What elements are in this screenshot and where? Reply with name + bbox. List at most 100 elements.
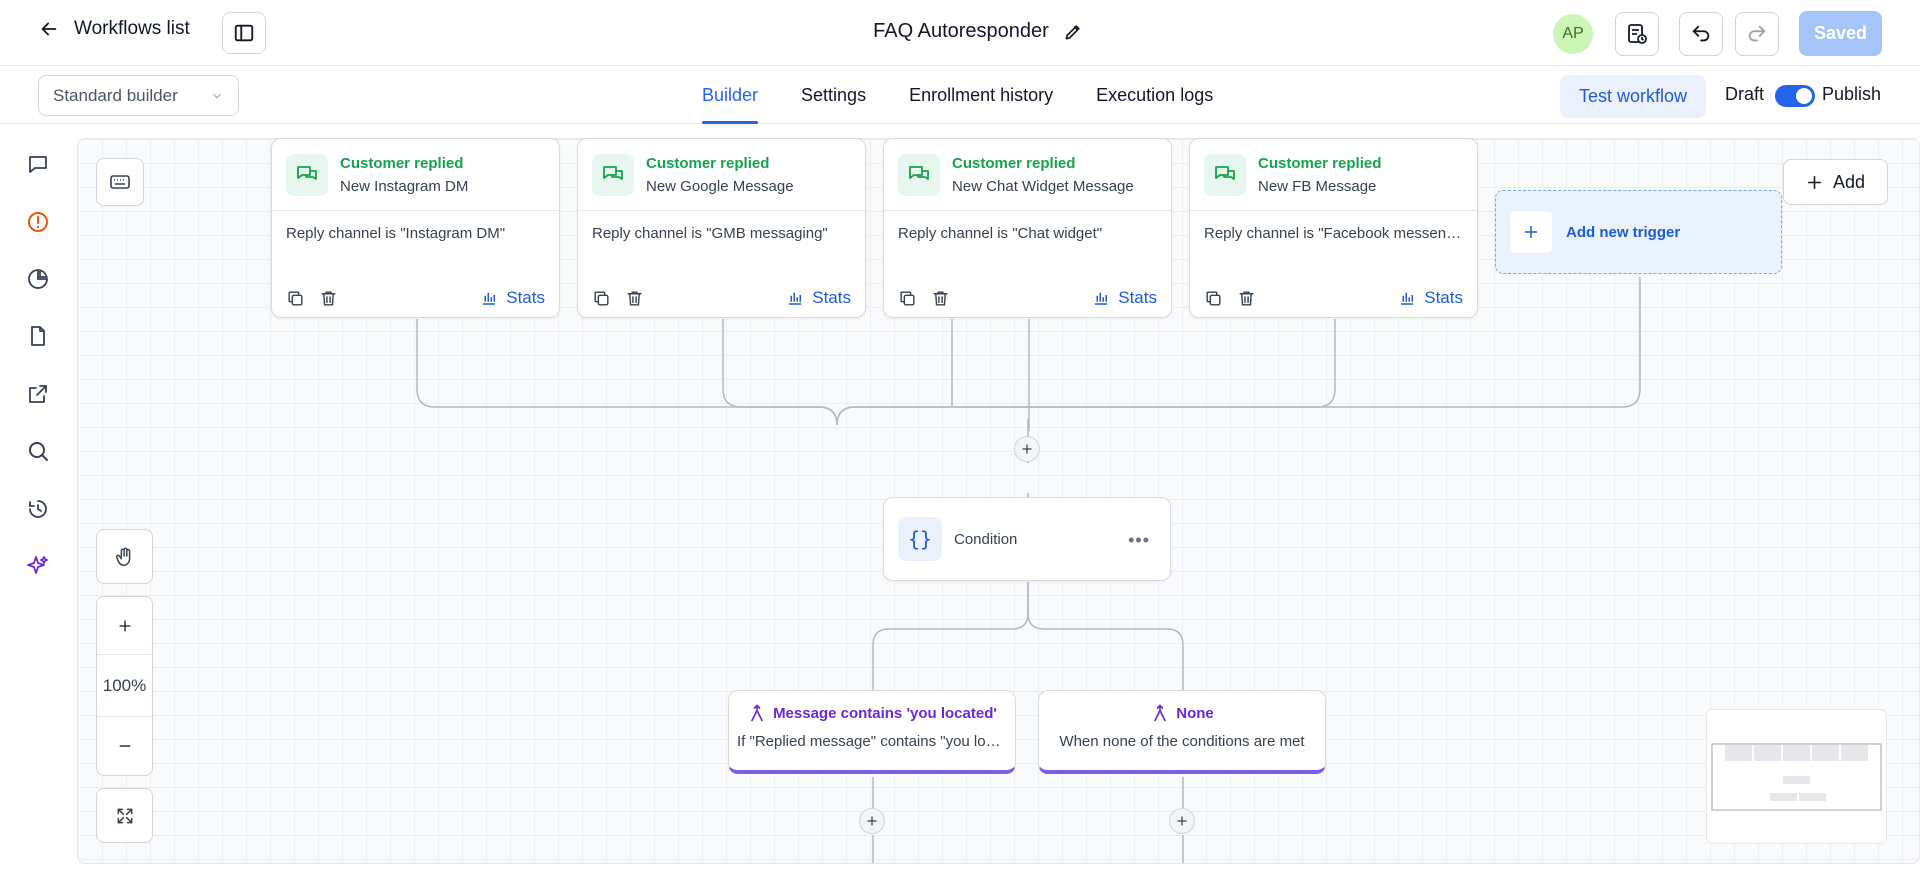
trash-icon[interactable] xyxy=(625,289,644,308)
trigger-title: Customer replied xyxy=(952,154,1076,172)
keyboard-icon xyxy=(110,175,130,189)
add-label: Add xyxy=(1832,171,1866,192)
minimap[interactable] xyxy=(1706,709,1887,844)
external-link-icon[interactable] xyxy=(24,380,52,408)
trash-icon[interactable] xyxy=(1237,289,1256,308)
add-step-button-branch-2[interactable] xyxy=(1169,808,1195,834)
stats-button[interactable]: Stats xyxy=(1092,288,1157,308)
toggle-sidebar-button[interactable] xyxy=(222,12,266,54)
branch-title: None xyxy=(1176,704,1214,722)
trigger-title: Customer replied xyxy=(1258,154,1382,172)
trigger-card-instagram[interactable]: Customer replied New Instagram DM Reply … xyxy=(271,138,560,318)
sparkles-icon[interactable] xyxy=(24,552,52,580)
condition-node[interactable]: {} Condition ••• xyxy=(883,497,1171,581)
trigger-header: Customer replied New Google Message xyxy=(578,139,865,211)
trigger-card-chat-widget[interactable]: Customer replied New Chat Widget Message… xyxy=(883,138,1172,318)
branch-node-you-located[interactable]: Message contains 'you located' If "Repli… xyxy=(728,690,1016,774)
trash-icon[interactable] xyxy=(319,289,338,308)
trash-icon[interactable] xyxy=(931,289,950,308)
copy-icon[interactable] xyxy=(1204,289,1223,308)
stats-button[interactable]: Stats xyxy=(1398,288,1463,308)
plus-icon xyxy=(119,620,130,631)
undo-icon xyxy=(1692,25,1710,42)
pan-tool-button[interactable] xyxy=(96,529,153,584)
stats-label: Stats xyxy=(1118,288,1157,307)
stats-label: Stats xyxy=(812,288,851,307)
pencil-icon[interactable] xyxy=(1063,22,1083,42)
branch-title-row: Message contains 'you located' xyxy=(729,703,1015,723)
trigger-card-google[interactable]: Customer replied New Google Message Repl… xyxy=(577,138,866,318)
fit-view-button[interactable] xyxy=(96,788,153,843)
builder-mode-select[interactable]: Standard builder xyxy=(38,75,239,116)
tab-settings[interactable]: Settings xyxy=(801,84,867,105)
stats-label: Stats xyxy=(506,288,545,307)
tab-enrollment-history[interactable]: Enrollment history xyxy=(909,84,1054,105)
saved-button[interactable]: Saved xyxy=(1799,11,1882,56)
workflow-title: FAQ Autoresponder xyxy=(873,20,1049,42)
plus-icon xyxy=(1022,444,1032,454)
sub-bar: Standard builder Builder Settings Enroll… xyxy=(0,66,1920,124)
trigger-subtitle: New Instagram DM xyxy=(340,177,469,195)
history-clock-icon[interactable] xyxy=(24,495,52,523)
branch-description: When none of the conditions are met xyxy=(1059,733,1305,750)
copy-icon[interactable] xyxy=(898,289,917,308)
add-step-button[interactable] xyxy=(1014,436,1040,462)
builder-mode-value: Standard builder xyxy=(53,85,178,105)
trigger-subtitle: New FB Message xyxy=(1258,177,1377,195)
trigger-footer: Stats xyxy=(884,279,1171,317)
tab-builder[interactable]: Builder xyxy=(702,66,759,124)
hand-icon xyxy=(115,547,130,566)
chat-bubbles-icon xyxy=(286,153,328,196)
back-label: Workflows list xyxy=(74,18,190,39)
bar-chart-icon xyxy=(789,292,802,305)
zoom-out-button[interactable] xyxy=(97,717,152,775)
test-workflow-button[interactable]: Test workflow xyxy=(1560,75,1706,118)
trigger-card-facebook[interactable]: Customer replied New FB Message Reply ch… xyxy=(1189,138,1478,318)
branch-node-none[interactable]: None When none of the conditions are met xyxy=(1038,690,1326,774)
expand-icon xyxy=(117,808,132,823)
workflow-title-area: FAQ Autoresponder xyxy=(0,20,1920,43)
plus-icon xyxy=(1177,816,1187,826)
add-new-trigger-label: Add new trigger xyxy=(1566,223,1681,241)
zoom-in-button[interactable] xyxy=(97,597,152,655)
chat-bubble-icon[interactable] xyxy=(24,150,52,178)
back-to-workflows-link[interactable]: Workflows list xyxy=(38,18,190,40)
chat-bubbles-icon xyxy=(898,153,940,196)
stats-button[interactable]: Stats xyxy=(786,288,851,308)
condition-label: Condition xyxy=(954,530,1018,548)
copy-icon[interactable] xyxy=(592,289,611,308)
search-icon[interactable] xyxy=(24,437,52,465)
add-step-button-branch-1[interactable] xyxy=(859,808,885,834)
bar-chart-icon xyxy=(483,292,496,305)
trigger-condition: Reply channel is "Chat widget" xyxy=(898,225,1103,242)
branch-description: If "Replied message" contains "you locat… xyxy=(737,733,1015,750)
chat-bubbles-icon xyxy=(592,153,634,196)
bar-chart-icon xyxy=(1401,292,1414,305)
branch-title-row: None xyxy=(1039,703,1325,723)
pie-chart-icon[interactable] xyxy=(24,265,52,293)
redo-button[interactable] xyxy=(1735,12,1779,56)
version-history-button[interactable] xyxy=(1615,12,1659,56)
stats-button[interactable]: Stats xyxy=(480,288,545,308)
add-new-trigger-button[interactable]: Add new trigger xyxy=(1495,190,1782,274)
plus-icon xyxy=(1510,211,1552,253)
copy-icon[interactable] xyxy=(286,289,305,308)
keyboard-shortcuts-button[interactable] xyxy=(96,158,144,206)
add-button[interactable]: Add xyxy=(1783,159,1888,205)
minus-icon xyxy=(119,745,130,747)
file-icon[interactable] xyxy=(24,322,52,350)
trigger-footer: Stats xyxy=(1190,279,1477,317)
sidebar-panel-icon xyxy=(234,24,254,42)
tab-execution-logs[interactable]: Execution logs xyxy=(1096,84,1214,105)
left-nav xyxy=(0,124,76,878)
trigger-condition: Reply channel is "Instagram DM" xyxy=(286,225,506,242)
more-options-icon[interactable]: ••• xyxy=(1128,530,1150,550)
publish-toggle[interactable] xyxy=(1775,85,1815,107)
trigger-footer: Stats xyxy=(272,279,559,317)
alert-circle-icon[interactable] xyxy=(24,208,52,236)
trigger-header: Customer replied New FB Message xyxy=(1190,139,1477,211)
braces-icon: {} xyxy=(898,517,942,561)
zoom-level: 100% xyxy=(97,655,152,717)
undo-button[interactable] xyxy=(1679,12,1723,56)
user-avatar[interactable]: AP xyxy=(1553,14,1593,54)
